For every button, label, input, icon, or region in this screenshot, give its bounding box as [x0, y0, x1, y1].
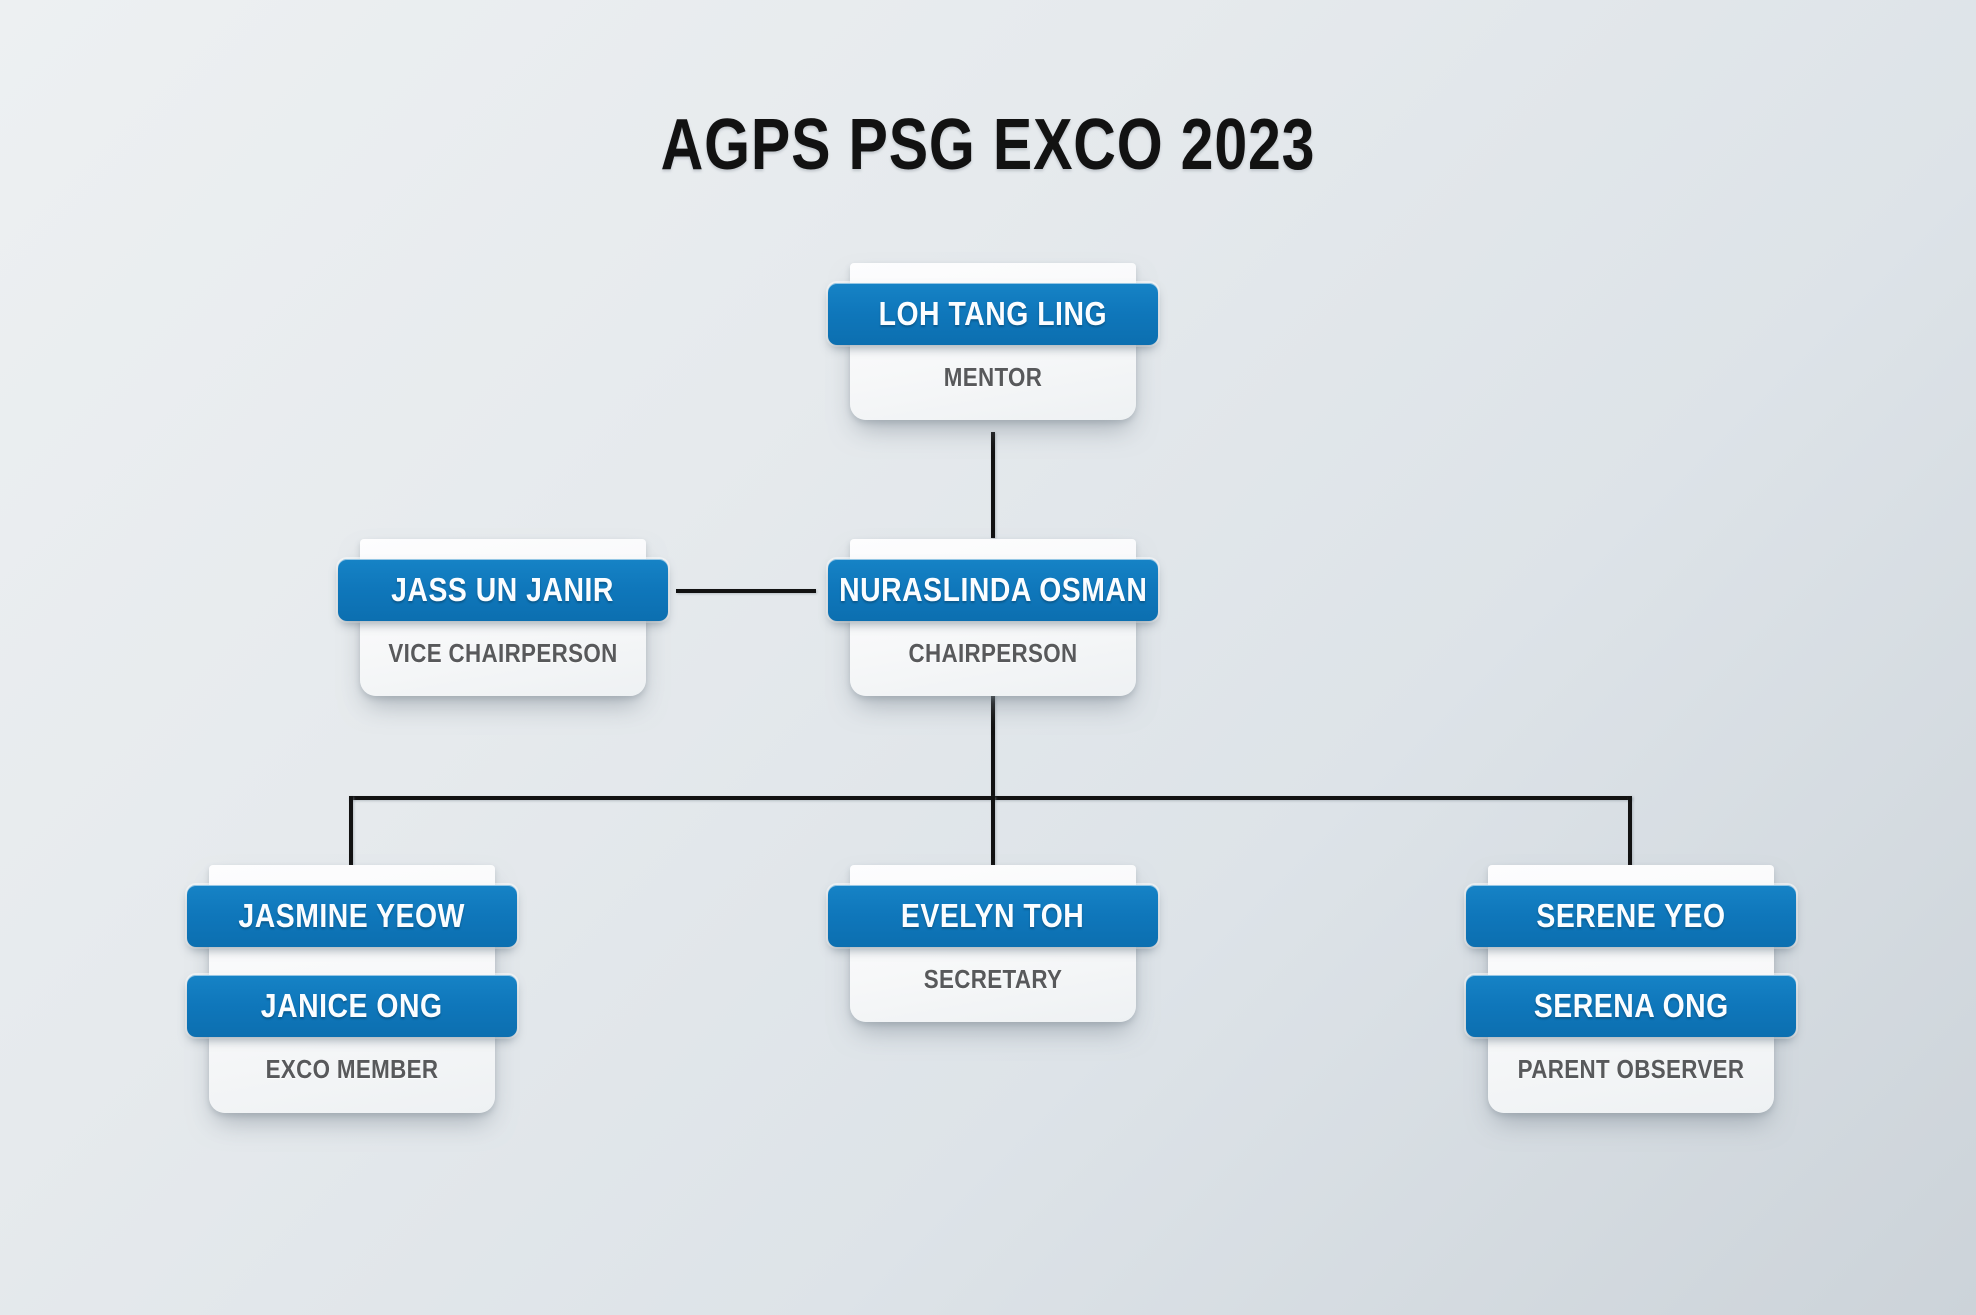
name-banner[interactable]: NURASLINDA OSMAN: [828, 559, 1158, 621]
role-label: VICE CHAIRPERSON: [388, 637, 618, 668]
person-name: LOH TANG LING: [878, 295, 1108, 332]
node-vice-chairperson[interactable]: JASS UN JANIR VICE CHAIRPERSON: [338, 539, 668, 696]
node-chairperson[interactable]: NURASLINDA OSMAN CHAIRPERSON: [828, 539, 1158, 696]
name-banner-secondary[interactable]: SERENA ONG: [1466, 975, 1796, 1037]
node-parent-observer[interactable]: SERENE YEO SERENA ONG PARENT OBSERVER: [1466, 865, 1796, 1113]
person-name: JASMINE YEOW: [238, 897, 466, 934]
connector-bus-to-parent-observer: [1628, 796, 1632, 866]
person-name: JASS UN JANIR: [391, 571, 615, 608]
person-name: EVELYN TOH: [901, 897, 1085, 934]
person-name: NURASLINDA OSMAN: [838, 571, 1148, 608]
role-label: PARENT OBSERVER: [1517, 1053, 1745, 1084]
role-label: SECRETARY: [923, 963, 1063, 994]
connector-bus-to-exco-member: [349, 796, 353, 866]
name-banner-secondary[interactable]: JANICE ONG: [187, 975, 517, 1037]
person-name: JANICE ONG: [261, 987, 443, 1024]
connector-chairperson-drop: [991, 690, 995, 800]
page-title: AGPS PSG EXCO 2023: [660, 105, 1316, 185]
name-banner[interactable]: LOH TANG LING: [828, 283, 1158, 345]
node-mentor[interactable]: LOH TANG LING MENTOR: [828, 263, 1158, 420]
name-banner-primary[interactable]: JASMINE YEOW: [187, 885, 517, 947]
connector-bus-to-secretary: [991, 796, 995, 866]
role-label: EXCO MEMBER: [265, 1053, 439, 1084]
role-label: MENTOR: [943, 361, 1043, 392]
person-name: SERENE YEO: [1536, 897, 1726, 934]
name-banner-primary[interactable]: SERENE YEO: [1466, 885, 1796, 947]
connector-mentor-to-chairperson: [991, 432, 995, 538]
connector-vicechair-to-chairperson: [676, 589, 816, 593]
role-label: CHAIRPERSON: [908, 637, 1078, 668]
name-banner[interactable]: EVELYN TOH: [828, 885, 1158, 947]
connector-horizontal-bus: [349, 796, 1632, 800]
name-banner[interactable]: JASS UN JANIR: [338, 559, 668, 621]
node-exco-member[interactable]: JASMINE YEOW JANICE ONG EXCO MEMBER: [187, 865, 517, 1113]
person-name: SERENA ONG: [1533, 987, 1729, 1024]
node-secretary[interactable]: EVELYN TOH SECRETARY: [828, 865, 1158, 1022]
